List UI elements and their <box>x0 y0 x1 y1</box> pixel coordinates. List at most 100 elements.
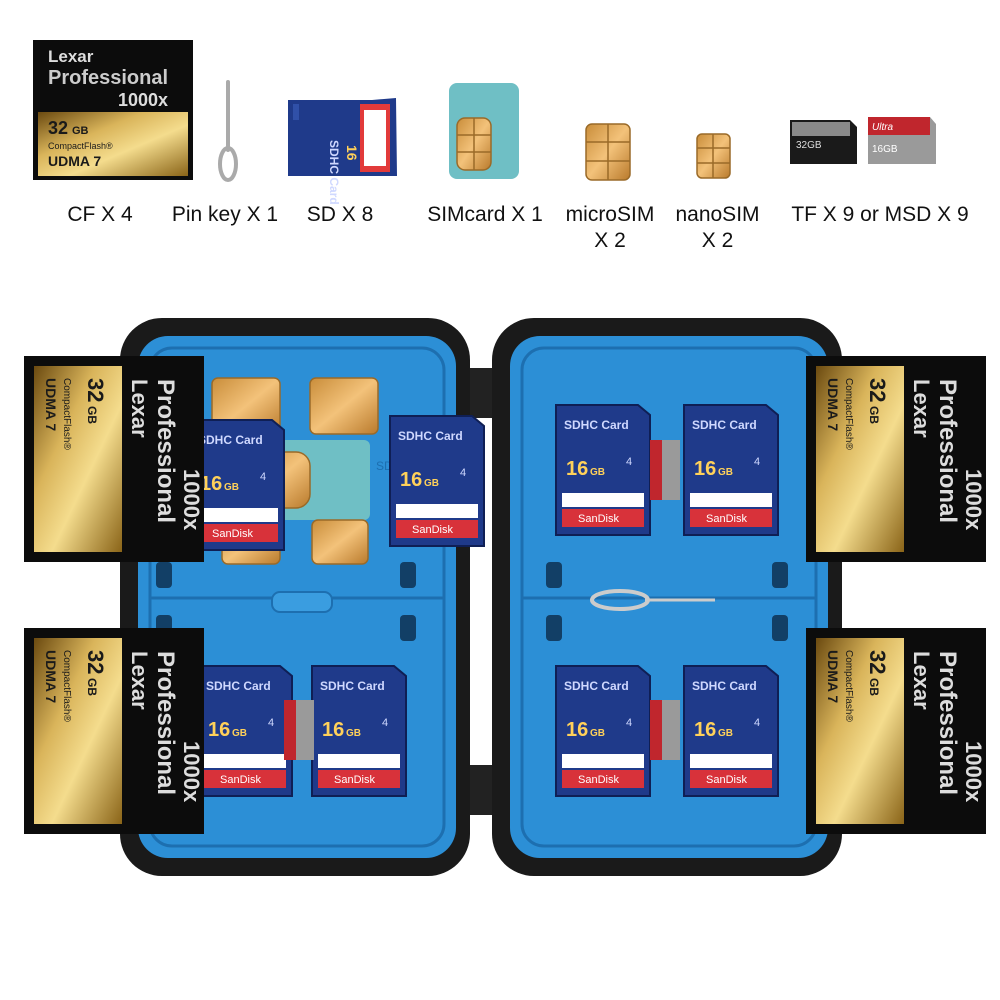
sd-class-label: 4 <box>754 717 760 729</box>
sd-capacity-label: 16 <box>566 458 588 480</box>
case-pin-key-icon <box>590 589 715 611</box>
cf-capacity-label: 32 <box>83 378 108 402</box>
sd-class-label: 4 <box>754 456 760 468</box>
hinge-top <box>466 368 496 418</box>
sd-capacity-label: 16 <box>200 473 222 495</box>
sd-unit-label: GB <box>232 728 247 739</box>
cf-capacity-label: 32 <box>865 650 890 674</box>
cf-mode-label: UDMA 7 <box>825 650 841 703</box>
sd-capacity-label: 16 <box>694 458 716 480</box>
sim-card-thumbnail <box>449 83 519 179</box>
pin-key-icon <box>218 80 238 182</box>
cf-unit-label: GB <box>867 406 881 424</box>
case-slot-label: SD <box>376 459 393 473</box>
sd-brand-label: SanDisk <box>334 774 375 786</box>
sd-class-label: 4 <box>626 717 632 729</box>
sd-brand-label: SanDisk <box>412 524 453 536</box>
sd-brand-label: SanDisk <box>578 513 619 525</box>
nanosim-thumbnail <box>696 133 731 179</box>
cf-brand-label: Lexar <box>909 651 934 710</box>
cf-format-label: CompactFlash® <box>61 378 72 450</box>
sd-capacity-label: 16 <box>400 469 422 491</box>
sd-type: SDHC Card <box>327 140 341 205</box>
sd-type-label: SDHC Card <box>564 679 629 693</box>
legend-pin-key: Pin key X 1 <box>171 203 279 226</box>
tf-card <box>650 440 680 500</box>
sd-class-label: 4 <box>260 471 266 483</box>
sd-unit-label: GB <box>346 728 361 739</box>
sd-type-label: SDHC Card <box>692 418 757 432</box>
cf-unit-label: GB <box>867 678 881 696</box>
cf-mode-label: UDMA 7 <box>43 378 59 431</box>
tf-card-a-thumbnail: 32GB <box>790 120 857 164</box>
microsim-thumbnail <box>585 123 631 181</box>
sd-class-label: 4 <box>626 456 632 468</box>
sd-unit-label: GB <box>590 728 605 739</box>
cf-speed-label: 1000x <box>961 469 986 531</box>
legend-cf: CF X 4 <box>67 203 133 226</box>
legend-sd: SD X 8 <box>306 203 374 226</box>
cf-speed-label: 1000x <box>179 741 204 803</box>
cf-line-label: Professional <box>934 379 961 523</box>
sd-type-label: SDHC Card <box>398 429 463 443</box>
cf-line: Professional <box>48 67 168 89</box>
cf-brand-label: Lexar <box>127 379 152 438</box>
hinge-bottom <box>466 765 496 815</box>
sd-class-label: 4 <box>382 717 388 729</box>
cf-unit-label: GB <box>85 678 99 696</box>
cf-mode-label: UDMA 7 <box>43 650 59 703</box>
legend-microsim: microSIM <box>565 203 655 226</box>
cf-capacity-label: 32 <box>83 650 108 674</box>
tf-card <box>650 700 680 760</box>
tf-card <box>284 700 314 760</box>
sd-type-label: SDHC Card <box>206 679 271 693</box>
sd-class-label: 4 <box>460 467 466 479</box>
sd-capacity-label: 16 <box>322 719 344 741</box>
case-slot-holes <box>156 562 788 641</box>
legend-microsim-count: X 2 <box>594 229 626 252</box>
tf-b-label: Ultra <box>872 122 894 133</box>
sd-brand-label: SanDisk <box>212 528 253 540</box>
cf-mode: UDMA 7 <box>48 153 101 169</box>
sd-brand-label: SanDisk <box>706 513 747 525</box>
sd-type-label: SDHC Card <box>564 418 629 432</box>
cf-speed: 1000x <box>118 90 168 110</box>
tf-a-capacity: 32GB <box>796 140 822 151</box>
sd-brand-label: SanDisk <box>578 774 619 786</box>
cf-line-label: Professional <box>934 651 961 795</box>
sd-class-label: 4 <box>268 717 274 729</box>
legend-tf-msd: TF X 9 or MSD X 9 <box>791 203 969 226</box>
cf-speed-label: 1000x <box>179 469 204 531</box>
sd-unit-label: GB <box>718 728 733 739</box>
cf-mode-label: UDMA 7 <box>825 378 841 431</box>
legend-nanosim: nanoSIM <box>675 203 760 226</box>
cf-unit-label: GB <box>85 406 99 424</box>
sd-capacity-label: 16 <box>694 719 716 741</box>
legend-nanosim-count: X 2 <box>701 229 734 252</box>
sd-unit-label: GB <box>590 467 605 478</box>
case-right-half <box>492 318 842 876</box>
cf-format-label: CompactFlash® <box>61 650 72 722</box>
cf-brand-label: Lexar <box>909 379 934 438</box>
cf-brand-label: Lexar <box>127 651 152 710</box>
sd-unit-label: GB <box>224 482 239 493</box>
legend-illustrations: Lexar Professional 1000x 32 GB CompactFl… <box>33 40 936 205</box>
sd-capacity: 16 <box>344 145 360 161</box>
cf-format-label: CompactFlash® <box>843 378 854 450</box>
sd-brand-label: SanDisk <box>706 774 747 786</box>
sd-brand-label: SanDisk <box>220 774 261 786</box>
